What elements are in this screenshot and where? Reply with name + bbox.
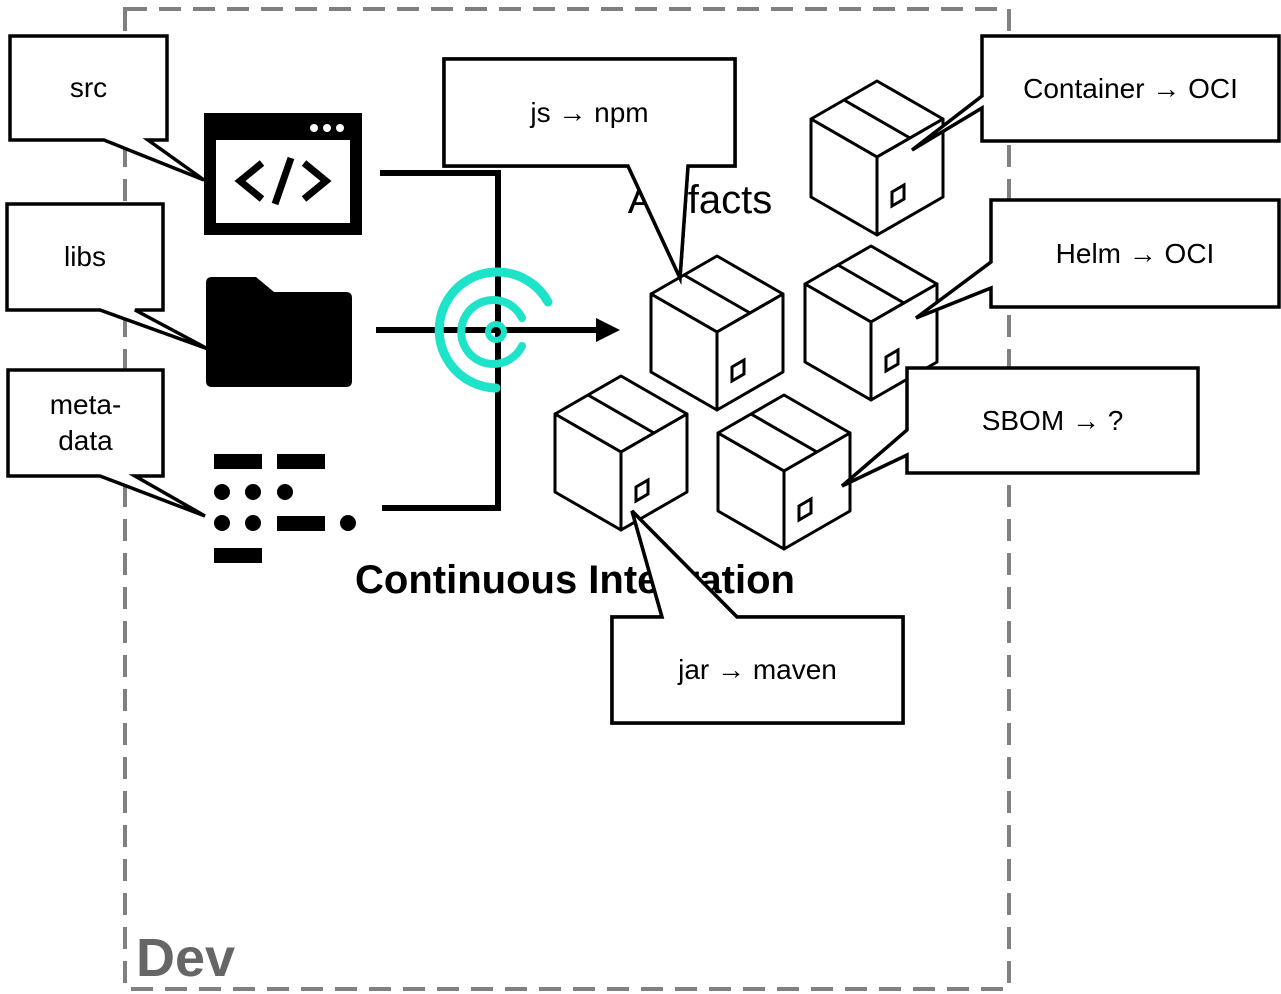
code-window-icon [204,113,362,235]
metadata-dots-icon [214,454,356,563]
callout-src [8,34,206,182]
input-label-metadata: meta- data [49,389,122,456]
folder-icon [206,277,352,387]
output-label-helm: Helm → OCI [1055,237,1215,269]
output-label-sbom: SBOM → ? [981,404,1124,436]
arrow-head [596,318,620,342]
dev-boundary [123,7,1011,991]
output-label-jar: jar → maven [678,654,837,685]
input-label-src: src [69,72,108,103]
package-box-icon [553,374,689,532]
callout-container [910,34,1281,152]
package-box-icon [649,254,785,412]
callout-libs [5,202,209,351]
package-box-icon [716,393,852,551]
output-label-js: js → npm [530,96,649,128]
dev-label: Dev [136,928,236,988]
callout-sbom [840,366,1200,488]
callout-helm [914,198,1281,320]
artifacts-title: Artifacts [627,177,773,222]
output-label-container: Container → OCI [1023,72,1238,104]
callout-metadata [6,368,206,518]
input-label-libs: libs [63,241,106,272]
package-box-icon [809,79,945,237]
pipeline-title: Continuous Integration [355,557,795,602]
